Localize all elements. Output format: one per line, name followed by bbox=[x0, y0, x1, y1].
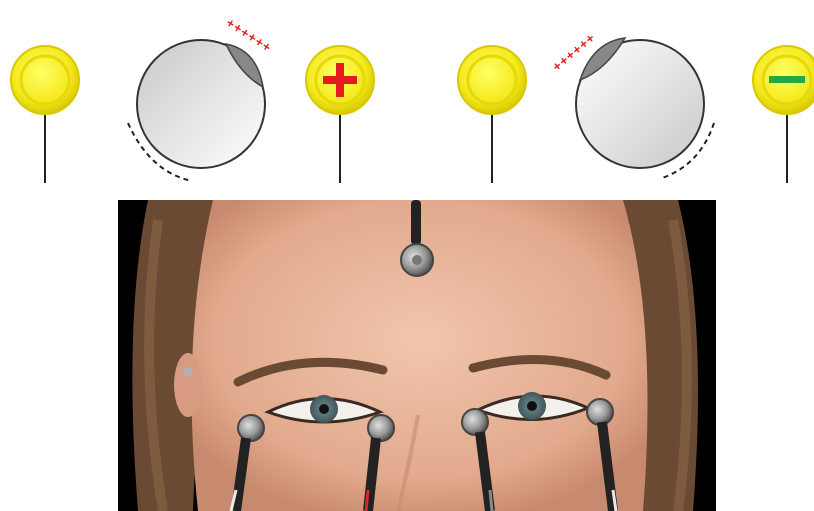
left-eyeball: ++++++ bbox=[128, 15, 275, 181]
eog-diagram: ++++++ ++++++ bbox=[0, 0, 814, 200]
electrode-3 bbox=[458, 46, 526, 183]
electrode-4 bbox=[753, 46, 814, 183]
minus-icon bbox=[769, 76, 805, 83]
electrode-2 bbox=[306, 46, 374, 183]
face-photo bbox=[118, 200, 716, 511]
ear bbox=[174, 353, 202, 417]
right-eyeball: ++++++ bbox=[549, 30, 714, 178]
electrode-1 bbox=[11, 46, 79, 183]
